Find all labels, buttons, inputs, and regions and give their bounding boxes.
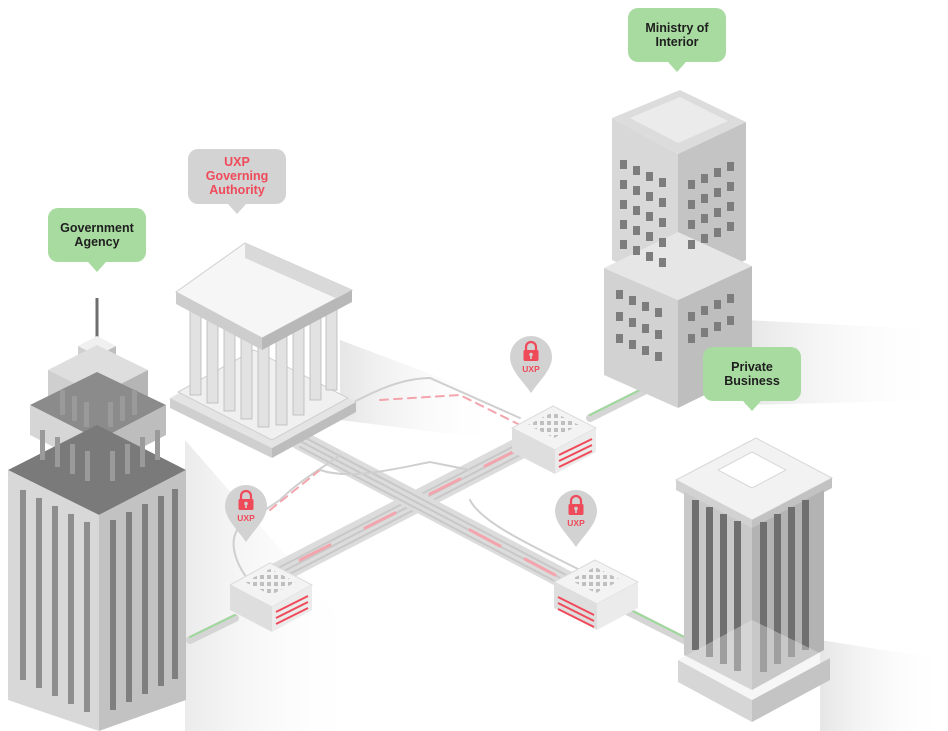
cable-network xyxy=(186,376,694,647)
label-private-business-line1: Private xyxy=(731,360,773,374)
lock-icon xyxy=(238,489,254,510)
label-ministry-line2: Interior xyxy=(655,35,698,49)
uxp-pin-agency: UXP xyxy=(225,485,267,542)
uxp-pin-private: UXP xyxy=(555,490,597,547)
label-government-agency-line1: Government xyxy=(60,221,134,235)
label-ministry-line1: Ministry of xyxy=(645,21,709,35)
private-business-building xyxy=(674,437,834,722)
label-private-business: Private Business xyxy=(703,347,801,411)
uxp-pin-ministry: UXP xyxy=(510,336,552,393)
cable-bundle-main-ne xyxy=(244,419,566,596)
label-uxp-authority-line2: Governing xyxy=(206,169,269,183)
uxp-switch-agency xyxy=(228,562,314,632)
ministry-building xyxy=(604,90,752,408)
label-uxp-authority-line3: Authority xyxy=(209,183,265,197)
label-government-agency: Government Agency xyxy=(48,208,146,272)
label-ministry: Ministry of Interior xyxy=(628,8,726,72)
lock-icon xyxy=(523,340,539,361)
label-government-agency-line2: Agency xyxy=(74,235,119,249)
government-agency-building xyxy=(8,298,186,731)
uxp-pin-ministry-label: UXP xyxy=(522,364,540,374)
label-uxp-authority: UXP Governing Authority xyxy=(188,149,286,214)
label-private-business-line2: Business xyxy=(724,374,780,388)
lock-icon xyxy=(568,494,584,515)
uxp-pin-private-label: UXP xyxy=(567,518,585,528)
uxp-pin-agency-label: UXP xyxy=(237,513,255,523)
cable-bundle-main-se xyxy=(290,430,610,608)
label-uxp-authority-line1: UXP xyxy=(224,155,250,169)
uxp-switch-private xyxy=(552,559,640,630)
uxp-switch-ministry xyxy=(510,405,598,474)
uxp-authority-building xyxy=(170,242,356,458)
